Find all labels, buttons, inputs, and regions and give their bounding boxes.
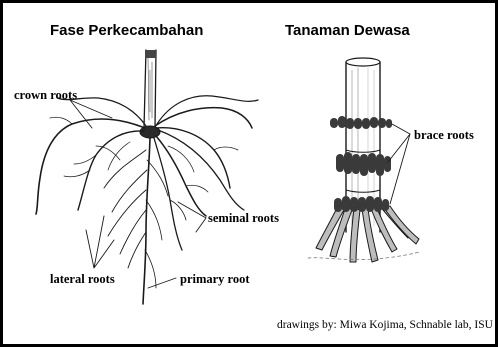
lateral-roots-label: lateral roots [50, 272, 115, 287]
mature-plant-drawing [308, 58, 420, 262]
primary-root-label: primary root [180, 272, 250, 287]
illustration-credit: drawings by: Miwa Kojima, Schnable lab, … [277, 319, 493, 331]
crown-roots-label: crown roots [14, 88, 77, 103]
brace-roots-label: brace roots [414, 128, 474, 143]
seminal-roots-label: seminal roots [208, 211, 279, 226]
